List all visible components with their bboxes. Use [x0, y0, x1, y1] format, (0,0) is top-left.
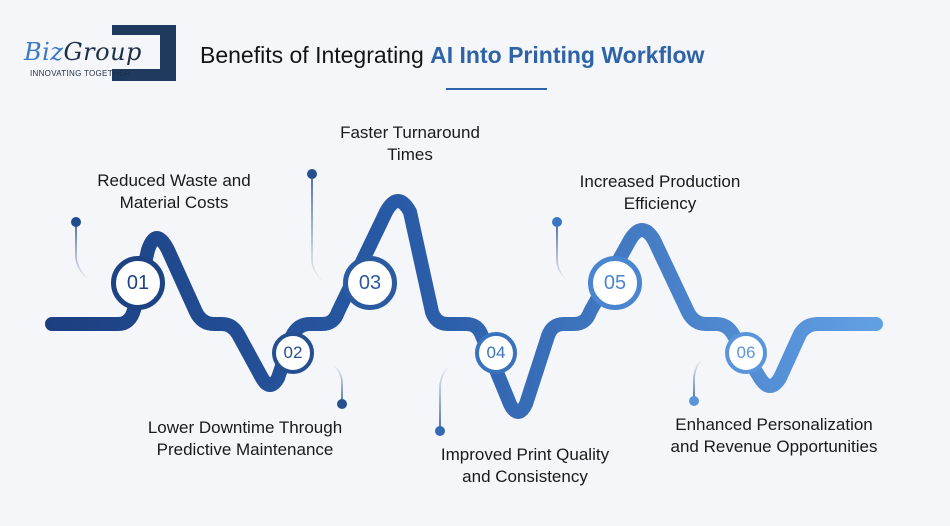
pin-06 [689, 359, 703, 406]
step-number-badge: 06 [725, 332, 767, 374]
pin-02 [332, 364, 347, 409]
pin-03 [307, 169, 325, 283]
step-label-05: Increased Production Efficiency [579, 172, 741, 213]
bizgroup-logo: BizGroup INNOVATING TOGETHER [22, 24, 176, 84]
step-number-badge: 04 [475, 332, 517, 374]
page-title: Benefits of Integrating AI Into Printing… [200, 42, 705, 68]
title-underline [446, 88, 547, 90]
step-number-badge: 05 [588, 256, 642, 310]
logo-tagline: INNOVATING TOGETHER [30, 69, 131, 78]
step-label-04: Improved Print Quality and Consistency [440, 445, 610, 486]
step-number-badge: 01 [111, 256, 165, 310]
pin-01 [71, 217, 91, 281]
step-label-03: Faster Turnaround Times [340, 123, 480, 164]
step-label-02: Lower Downtime Through Predictive Mainte… [147, 418, 343, 459]
logo-wordmark: BizGroup [24, 38, 142, 66]
pin-05 [552, 217, 568, 281]
step-label-01: Reduced Waste and Material Costs [97, 171, 251, 212]
step-number-badge: 02 [272, 332, 314, 374]
step-label-06: Enhanced Personalization and Revenue Opp… [670, 415, 878, 456]
step-number-badge: 03 [343, 256, 397, 310]
pin-04 [435, 365, 450, 436]
